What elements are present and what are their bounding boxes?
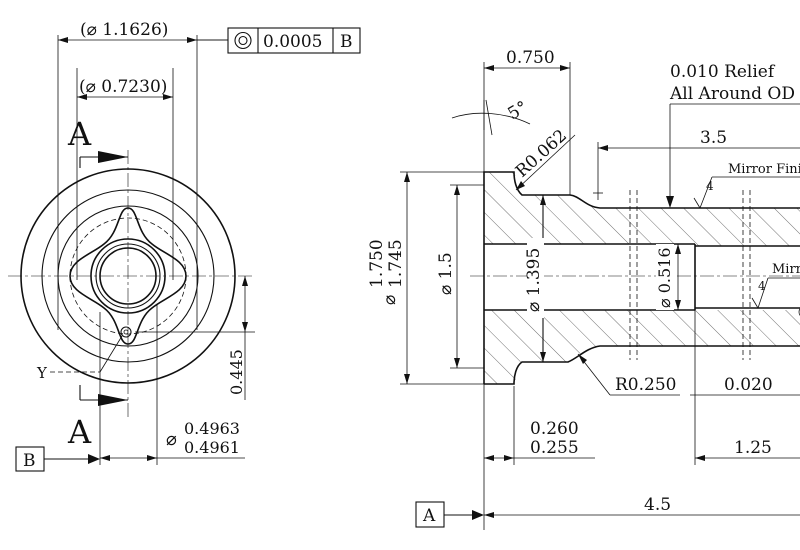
fcf-frame [227, 27, 361, 54]
dim-125: 1.25 [734, 438, 772, 458]
section-label-top: A [67, 115, 92, 153]
four-lobe-cavity [69, 207, 187, 345]
dim-bore-lower: 0.4961 [184, 438, 240, 457]
end-view: (⌀ 1.1626) (⌀ 0.7230) A A 0.445 Y ⌀ [8, 20, 361, 472]
dim-angle: 5° [505, 97, 532, 124]
hatch-upper [484, 172, 800, 246]
dim-45: 4.5 [644, 495, 671, 515]
dim-flange-od-symbol: ⌀ [380, 295, 400, 305]
note-relief-line1: 0.010 Relief [670, 62, 776, 82]
finish-number-2: 4 [758, 279, 766, 293]
dim-bore-symbol: ⌀ [166, 429, 177, 450]
finish-symbol-2 [757, 277, 769, 309]
part-outline-upper [483, 171, 800, 384]
dim-offset: 0.445 [227, 349, 246, 395]
datum-b-label: B [23, 451, 36, 471]
bore-inner-circle [99, 247, 157, 305]
dim-fillet-top: R0.062 [512, 126, 571, 182]
finish-number-1: 4 [706, 179, 714, 193]
finish-symbol-1 [699, 176, 713, 209]
datum-a-label: A [422, 506, 436, 526]
dim-diameter-0516: ⌀ 0.516 [655, 247, 674, 308]
note-relief-line2: All Around OD [669, 84, 795, 104]
flange-circle-2 [41, 189, 215, 363]
dim-0020: 0.020 [724, 375, 773, 395]
concentricity-icon [234, 31, 252, 50]
section-view: 0.750 5° R0.062 0.010 Relief All Around … [367, 48, 800, 530]
angle-arc [451, 112, 531, 125]
section-label-bottom: A [67, 413, 92, 451]
dim-inner-diameter: (⌀ 0.7230) [79, 77, 167, 97]
bore-circle-2 [95, 243, 161, 309]
dim-bore-upper: 0.4963 [184, 419, 240, 438]
dim-flange-length: 0.750 [506, 48, 555, 68]
fcf-datum: B [340, 32, 353, 52]
note-mirror-short: Mirr [772, 262, 800, 277]
fcf-tolerance: 0.0005 [263, 32, 322, 52]
dim-diameter-15: ⌀ 1.5 [436, 252, 456, 295]
note-mirror-finish: Mirror Finish [728, 162, 800, 177]
dim-step-lower: 0.255 [530, 438, 579, 458]
point-label-y: Y [36, 364, 48, 382]
dim-fillet-bottom: R0.250 [615, 375, 676, 395]
part-outline-lower [484, 345, 800, 385]
hatch-lower [484, 310, 800, 384]
leader-fillet-top [515, 134, 576, 191]
vent-hole-inner [123, 329, 129, 335]
vent-hole [120, 326, 132, 338]
dim-outer-diameter: (⌀ 1.1626) [80, 20, 168, 40]
outer-flange-circle [20, 168, 236, 384]
dim-flange-od-upper: 1.750 [367, 239, 387, 288]
dim-length-35: 3.5 [700, 128, 727, 148]
bore-outer-circle [90, 238, 166, 314]
dim-diameter-1395: ⌀ 1.395 [524, 248, 544, 312]
dim-flange-od-lower: 1.745 [386, 239, 406, 288]
dim-step-upper: 0.260 [530, 419, 579, 439]
